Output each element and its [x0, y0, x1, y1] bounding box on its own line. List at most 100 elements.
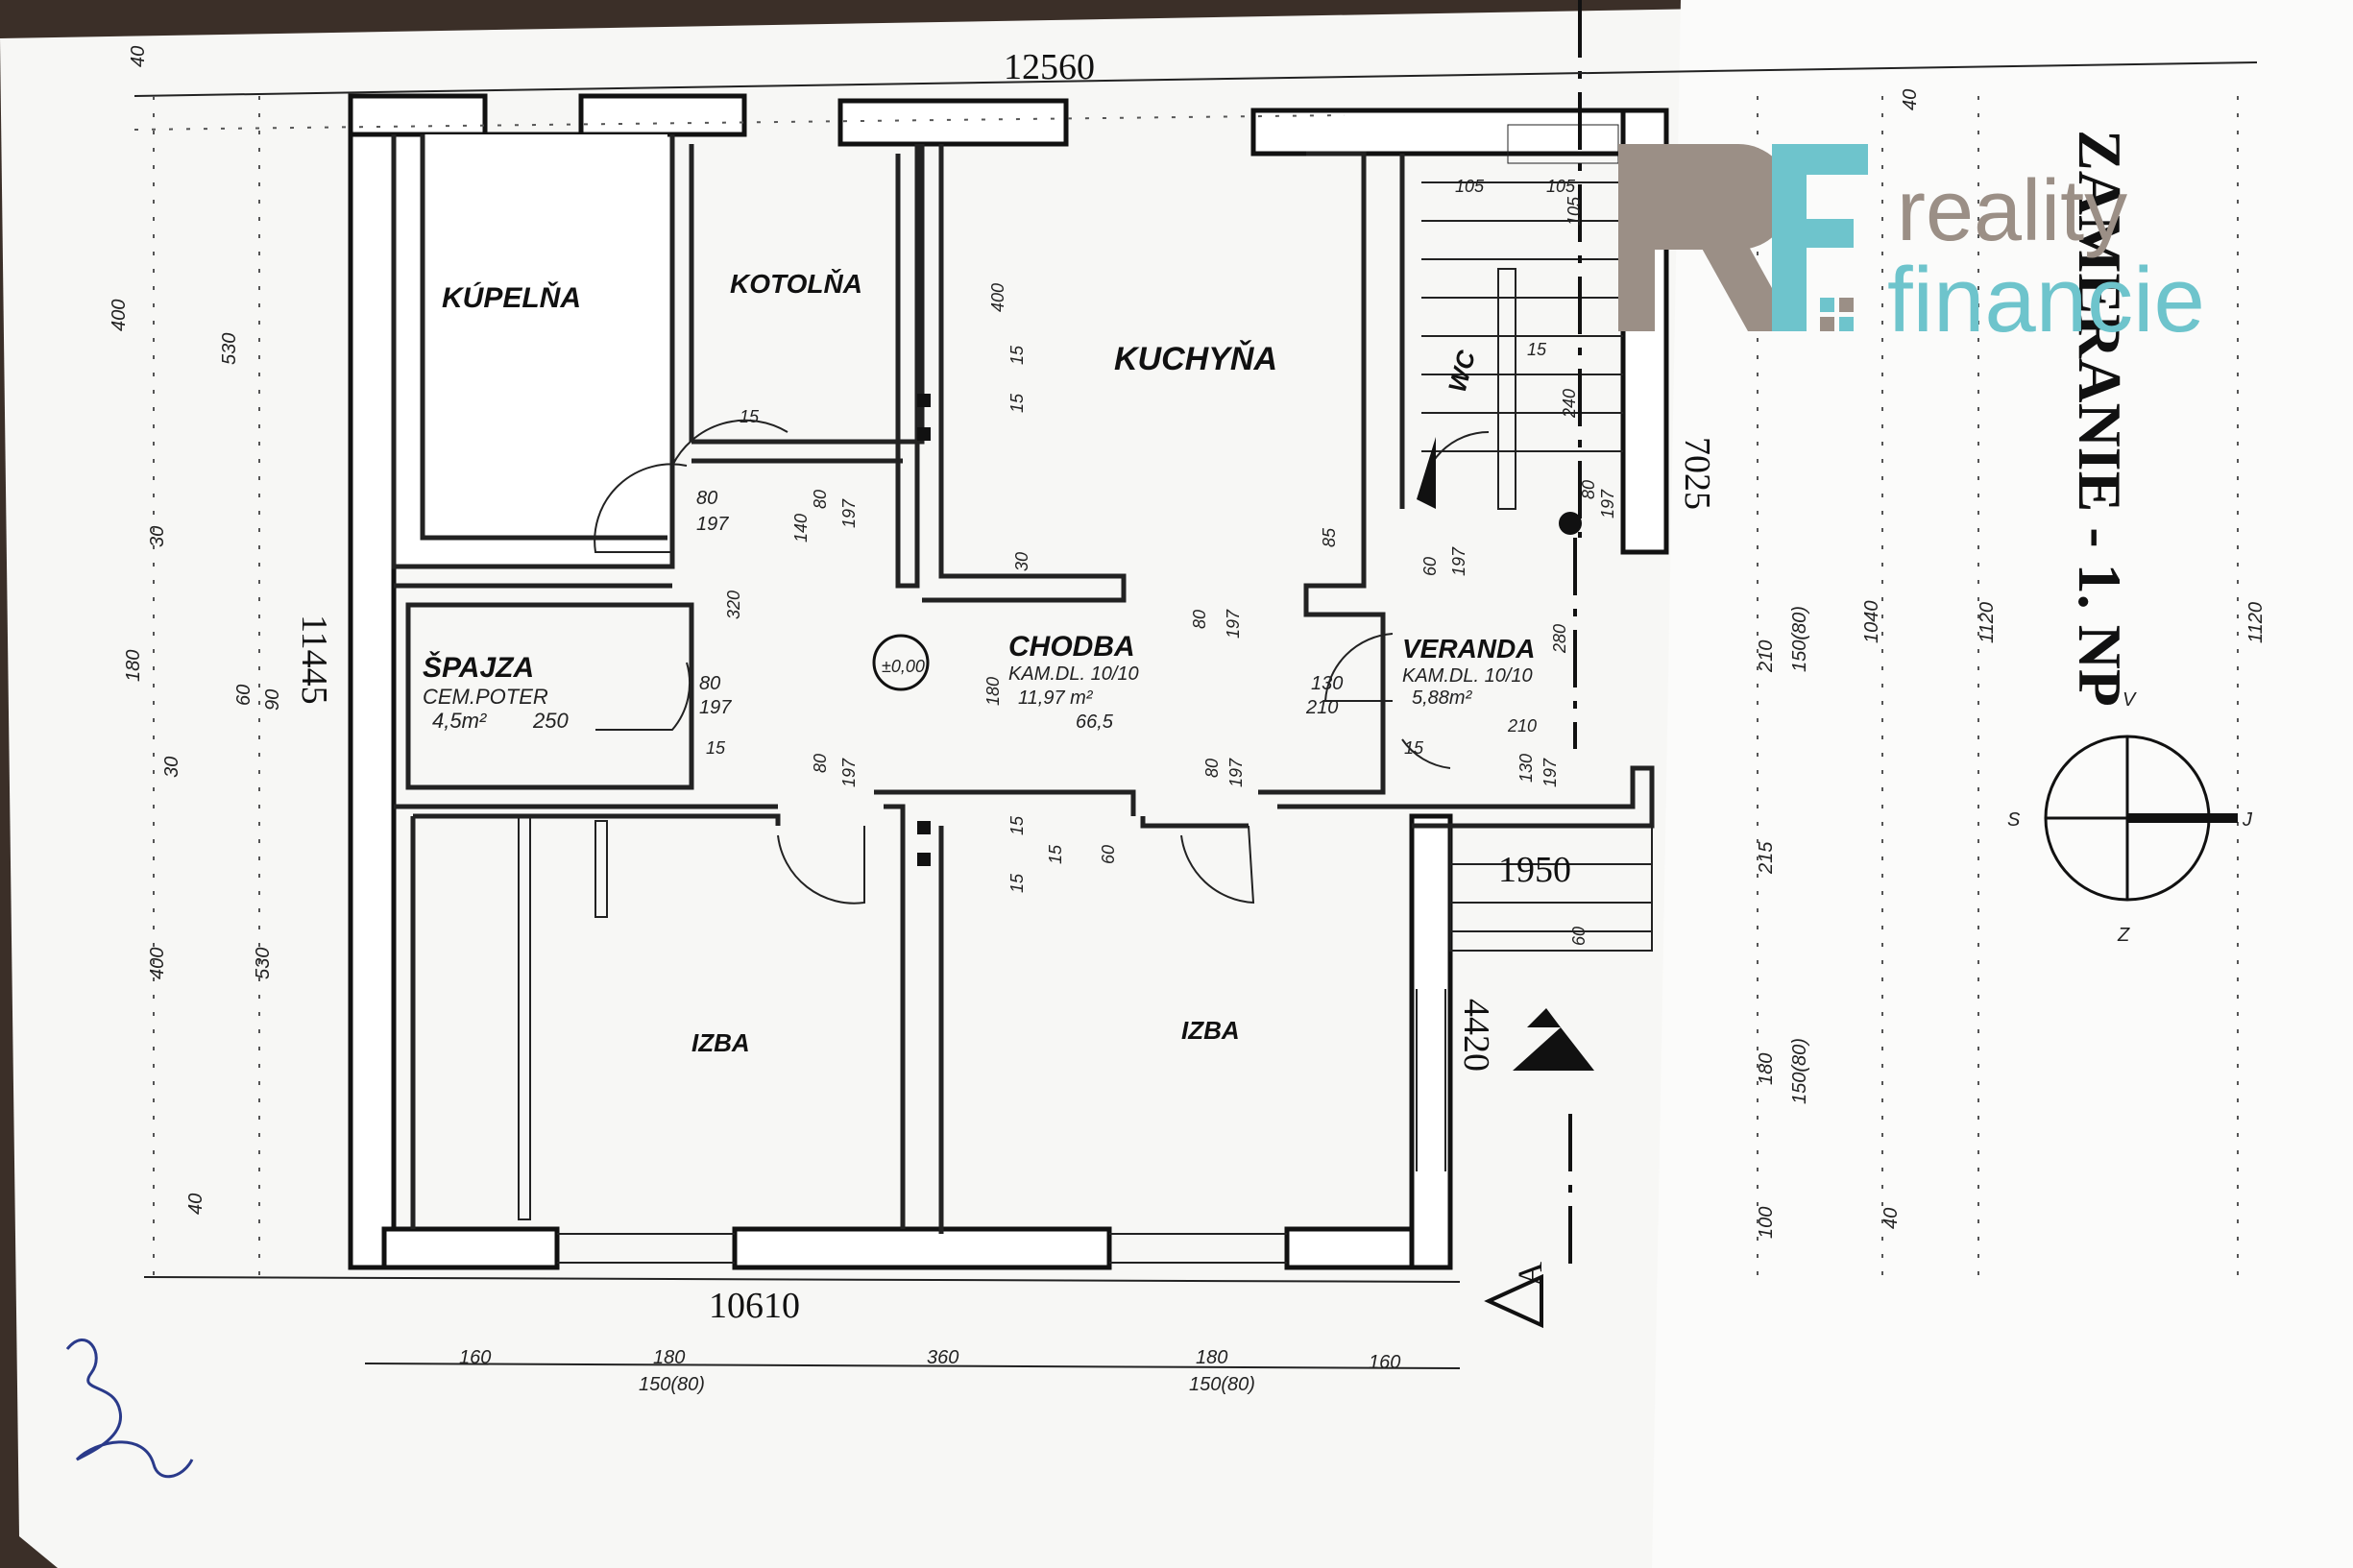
small-dim: 15: [1007, 393, 1027, 413]
small-dim: 15: [1046, 844, 1065, 864]
right-dim-10: 150(80): [1789, 1038, 1810, 1104]
right-dim-3: 210: [1756, 640, 1777, 673]
small-dim: 15: [706, 738, 726, 758]
left-dim-5: 180: [123, 650, 144, 682]
bottom-dim-5: 180: [1196, 1347, 1227, 1368]
small-dim: 130: [1516, 754, 1536, 783]
small-dim: 15: [1527, 340, 1547, 359]
room-label-izba-right: IZBA: [1181, 1016, 1240, 1045]
small-dim: 197: [839, 498, 859, 528]
section-line-a: [1484, 0, 1594, 1329]
right-dim-1: 40: [1900, 89, 1921, 110]
right-dim-9: 180: [1756, 1053, 1777, 1085]
small-dim: 400: [988, 283, 1007, 312]
compass: [2044, 735, 2238, 902]
room-label-kuchyna: KUCHYŇA: [1114, 341, 1277, 377]
small-dim: 105: [1546, 177, 1576, 196]
small-dim: 197: [1449, 546, 1468, 576]
small-dim: 130: [1311, 673, 1343, 694]
logo-reality: reality: [1897, 163, 2127, 259]
small-dim: 60: [1569, 927, 1589, 946]
small-dim: 80: [1190, 610, 1209, 629]
bottom-dim-3: 150(80): [639, 1374, 705, 1395]
small-dim: 320: [724, 591, 743, 619]
dimension-bottom: 10610: [709, 1286, 800, 1326]
right-dim-7: 1120: [2245, 602, 2267, 643]
small-dim: 105: [1455, 177, 1485, 196]
room-spajza-floor: CEM.POTER: [423, 685, 548, 709]
small-dim: 80: [1202, 759, 1222, 778]
room-chodba-floor: KAM.DL. 10/10: [1008, 663, 1139, 685]
room-spajza-area: 4,5m²: [432, 709, 487, 733]
small-dim: 105: [1565, 196, 1584, 226]
small-dim: 180: [983, 677, 1003, 706]
small-dim: 240: [1560, 389, 1579, 419]
rf-logo: [1618, 144, 1868, 331]
small-dim: 60: [1099, 845, 1118, 864]
small-dim: 80: [699, 673, 720, 694]
bottom-dim-2: 180: [653, 1347, 685, 1368]
bottom-dim-1: 160: [459, 1347, 491, 1368]
small-dim: 280: [1550, 624, 1569, 654]
small-dim: 80: [811, 754, 830, 773]
room-label-izba-left: IZBA: [691, 1028, 750, 1057]
interior-small-dims: 105 105 105 15 240 400 15 15 15 30 80 19…: [696, 177, 1617, 946]
small-dim: 197: [1224, 609, 1243, 639]
small-dim: 197: [1226, 758, 1246, 787]
room-label-spajza: ŠPAJZA: [423, 651, 534, 684]
small-dim: 15: [1007, 873, 1027, 893]
small-dim: 15: [1007, 815, 1027, 835]
small-dim: 210: [1305, 697, 1338, 718]
dimension-lines: [133, 61, 2258, 1369]
exterior-walls: [348, 93, 1669, 1270]
small-dim: 30: [1012, 552, 1031, 571]
bottom-dim-4: 360: [927, 1347, 958, 1368]
door-swings: [594, 419, 1490, 905]
compass-north: S: [2007, 809, 2021, 831]
compass-east: V: [2123, 689, 2137, 711]
room-label-veranda: VERANDA: [1402, 634, 1535, 663]
left-dim-4: 30: [147, 526, 168, 547]
left-dim-6: 60: [233, 685, 255, 706]
small-dim: 197: [699, 697, 732, 718]
room-spajza-extra: 250: [532, 709, 569, 733]
small-dim: 80: [811, 490, 830, 509]
drawing-title: ZAMERANIE - 1. NP: [2066, 130, 2134, 707]
logo-financie: financie: [1887, 249, 2205, 351]
small-dim: 15: [1404, 738, 1424, 758]
small-dim: 15: [1007, 345, 1027, 365]
left-dim-1: 40: [128, 46, 149, 67]
left-dim-10: 530: [253, 948, 274, 979]
interior-walls: [391, 124, 1655, 1234]
room-veranda-area: 5,88m²: [1412, 688, 1473, 709]
small-dim: 197: [696, 514, 729, 535]
left-dim-9: 400: [147, 948, 168, 979]
right-dim-5: 1040: [1861, 601, 1882, 644]
bottom-dim-6: 150(80): [1189, 1374, 1255, 1395]
dimension-porch: 1950: [1498, 850, 1571, 890]
right-dim-8: 215: [1756, 841, 1777, 875]
dimension-right: 7025: [1677, 437, 1717, 510]
bottom-dim-7: 160: [1369, 1352, 1400, 1373]
section-label: A: [1511, 1262, 1549, 1287]
left-dim-3: 530: [219, 333, 240, 365]
floor-level-marker: ±0,00: [882, 657, 925, 676]
small-dim: 85: [1320, 527, 1339, 547]
small-dim: 80: [1579, 480, 1598, 499]
room-veranda-floor: KAM.DL. 10/10: [1402, 665, 1533, 687]
right-dim-4: 150(80): [1789, 606, 1810, 672]
left-dim-2: 400: [109, 300, 130, 331]
left-dim-7: 90: [262, 689, 283, 711]
small-dim: 140: [791, 514, 811, 543]
small-dim: 60: [1420, 557, 1440, 576]
small-dim: 197: [1540, 758, 1560, 787]
right-dim-6: 1120: [1977, 602, 1998, 643]
dimension-left: 11445: [294, 615, 334, 705]
room-chodba-extra: 66,5: [1076, 712, 1114, 733]
signature-scribble: [65, 1339, 194, 1479]
right-dim-12: 40: [1880, 1208, 1902, 1229]
small-dim: 197: [839, 758, 859, 787]
left-dim-8: 30: [161, 757, 182, 778]
small-dim: 15: [740, 407, 760, 426]
